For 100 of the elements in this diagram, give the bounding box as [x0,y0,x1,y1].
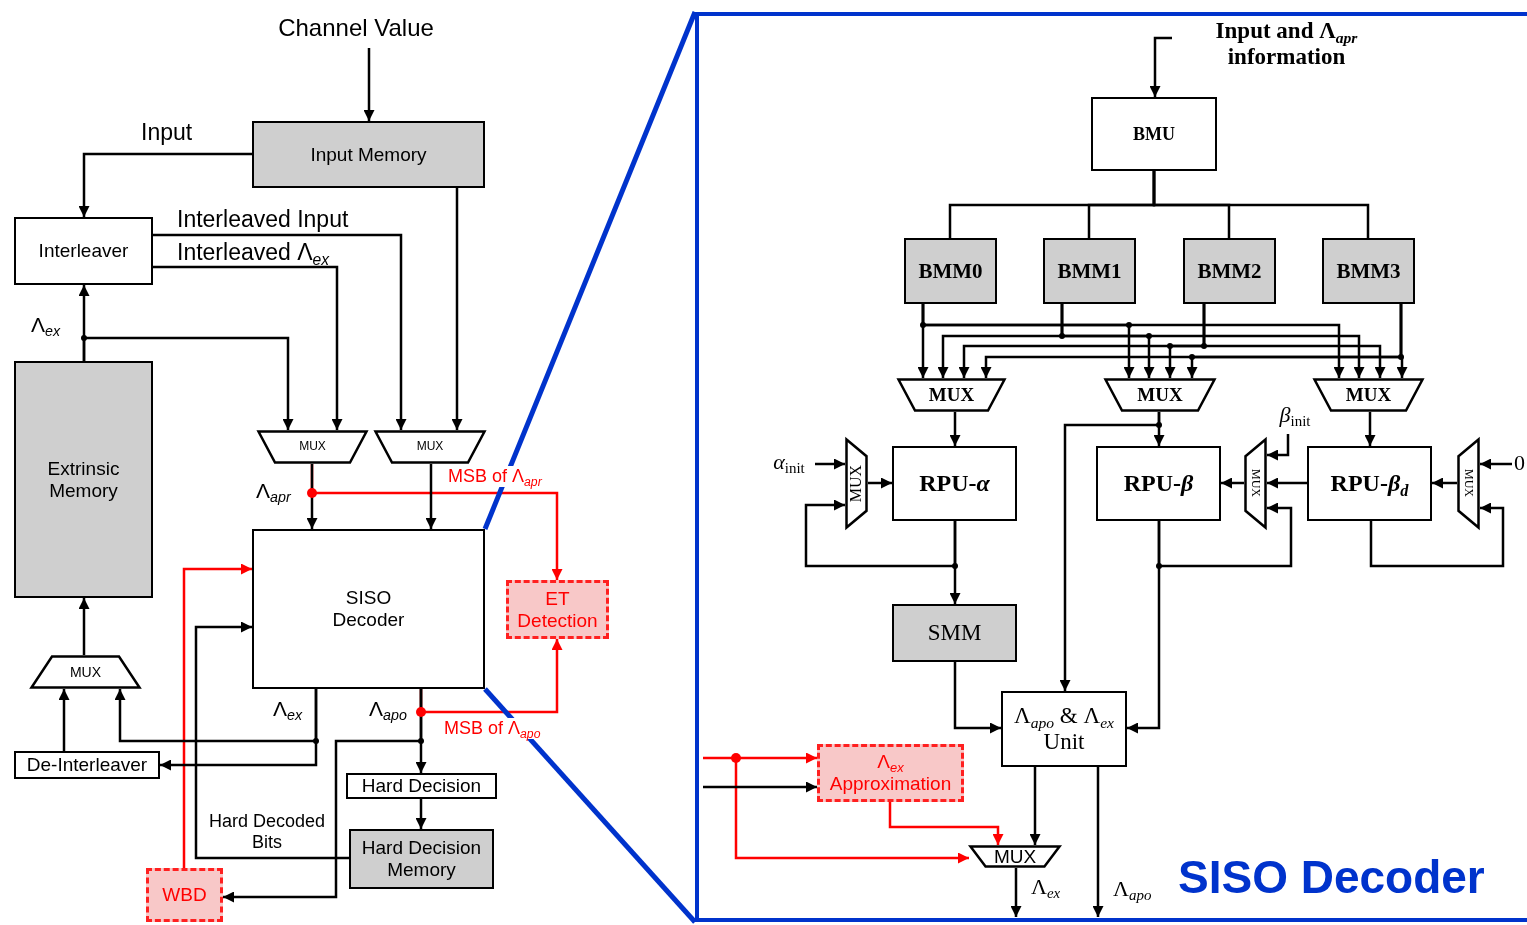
box-label: MUX [415,440,445,454]
text-label: Channel Value [262,14,450,48]
arrow [1369,502,1505,568]
box-label: Λ$_{apo}$ & Λ$_{ex}$ Unit [1012,702,1116,756]
box-label: MUX [846,464,866,503]
arrow [58,689,70,751]
text-label: α$_{init}$ [763,449,815,479]
process-box [14,751,160,779]
box-label: Hard Decision Memory [360,837,483,881]
process-box [1001,691,1127,767]
arrow [78,152,252,217]
box-label: RPU-α [918,469,991,498]
box-label: MUX [1344,384,1393,406]
dashed-box [817,744,964,802]
mux-trapezoid [969,845,1061,868]
box-label: MUX [68,663,103,681]
box-label: MUX [1461,469,1478,498]
panel-title: SISO Decoder [1178,854,1485,900]
memory-block [904,238,997,304]
arrow [888,802,1004,845]
box-label: BMM3 [1335,258,1402,284]
box-label: ET Detection [516,587,599,632]
box-label: Λ$_{ex}$ Approximation [828,751,953,795]
mux-trapezoid [257,430,368,464]
arrow [1092,767,1104,917]
box-label: BMM1 [1056,258,1123,284]
arrow [1267,477,1307,489]
text-label: 0 [1512,450,1527,478]
mux-trapezoid [374,430,486,464]
process-box [1091,97,1217,171]
arrow [425,464,437,529]
mux-trapezoid [897,378,1006,412]
arrow [82,336,294,430]
memory-block [1322,238,1415,304]
process-box [892,446,1017,521]
edge-label: Interleaved Λ$_{ex}$ [176,239,331,266]
arrow [1010,868,1022,917]
arrow [949,521,961,604]
mux-trapezoid [1457,438,1480,529]
arrow [703,752,817,764]
arrow [868,477,892,489]
box-label: Extrinsic Memory [46,457,121,502]
arrow [1267,434,1290,461]
box-label: SMM [926,619,983,647]
box-label: MUX [298,440,327,454]
arrow [1480,458,1512,470]
zoom-panel [695,12,1527,922]
arrow [306,464,318,529]
arrow [1157,502,1293,568]
process-box [346,773,497,799]
text-label: Input and Λ$_{apr}$ information [1172,18,1377,84]
arrow [1202,304,1386,378]
arrow [1149,36,1172,97]
memory-block [1183,238,1276,304]
connector-line [1152,171,1370,238]
arrow [415,799,427,829]
box-label: Interleaver [37,240,130,262]
arrow [153,233,407,430]
arrow [1029,767,1041,845]
edge-label: MSB of Λ$_{apr}$ [447,466,543,487]
box-label: BMM2 [1196,258,1263,284]
arrow [223,689,423,903]
text-label: β$_{init}$ [1270,402,1320,434]
box-label: MUX [992,845,1038,868]
arrow [1432,477,1457,489]
arrow [949,412,961,446]
box-label: BMU [1132,123,1176,145]
box-label: RPU-β$_{d}$ [1329,469,1410,498]
process-box [1096,446,1221,521]
edge-label: MSB of Λ$_{apo}$ [443,718,542,739]
memory-block [349,829,494,889]
connector-line [483,687,697,924]
arrow [78,598,90,655]
arrow [815,458,845,470]
dashed-box [506,580,609,639]
box-label: WBD [161,884,208,906]
arrow [953,662,1001,734]
process-box [1307,446,1432,521]
box-label: BMM0 [917,258,984,284]
connector-line [482,11,698,530]
memory-block [252,121,485,188]
box-label: MUX [1136,384,1184,406]
arrow [182,563,252,868]
mux-trapezoid [1313,378,1424,412]
box-label: MUX [927,384,976,406]
arrow [703,781,817,793]
arrow [153,265,343,430]
memory-block [892,604,1017,662]
edge-label: Interleaved Input [176,206,350,233]
box-label: Hard Decision [360,775,483,797]
mux-trapezoid [1104,378,1216,412]
mux-trapezoid [845,438,868,529]
arrow [1396,304,1408,378]
memory-block [1043,238,1136,304]
arrow [363,48,375,121]
arrow [451,188,463,430]
box-label: RPU-β [1122,469,1195,498]
arrow [1221,477,1244,489]
box-label: SISO Decoder [331,587,406,631]
arrow [1059,412,1161,691]
